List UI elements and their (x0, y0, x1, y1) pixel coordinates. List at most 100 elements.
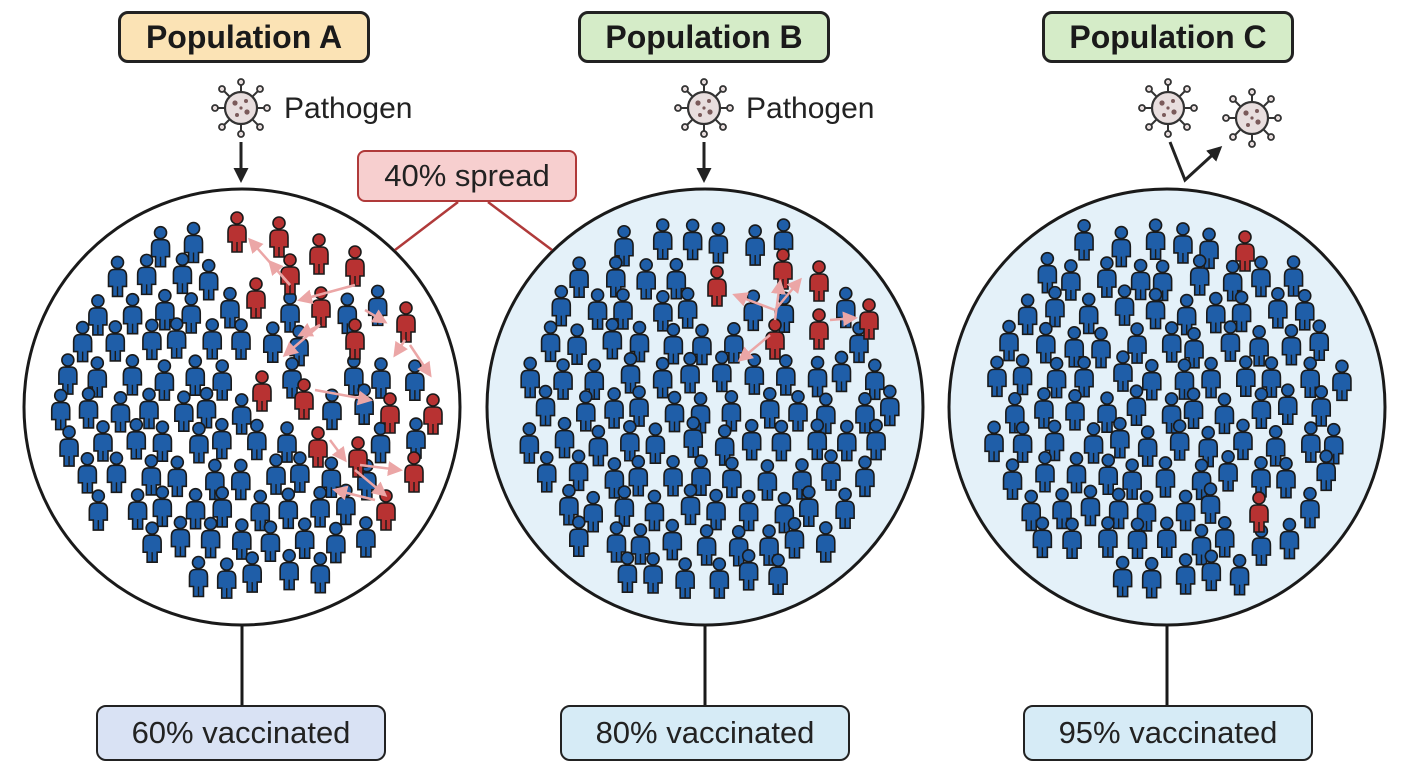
person-icon (617, 551, 638, 594)
person-icon (987, 355, 1007, 398)
person-icon (310, 551, 331, 594)
person-icon (1183, 387, 1204, 430)
person-icon (653, 290, 673, 332)
person-icon (1300, 486, 1320, 529)
person-icon (1189, 254, 1210, 296)
person-icon (280, 253, 300, 295)
population-a-vaccinated-label: 60% vaccinated (96, 705, 386, 761)
person-icon (1074, 218, 1094, 261)
person-icon (1175, 553, 1196, 595)
callout-leader-a (394, 201, 459, 251)
spread-arrow (359, 461, 403, 476)
person-icon (831, 350, 852, 393)
person-icon (696, 524, 717, 566)
person-icon (1110, 416, 1130, 459)
person-icon (675, 557, 695, 599)
person-icon (569, 515, 589, 558)
person-icon (1236, 355, 1256, 397)
person-icon (404, 451, 424, 493)
person-icon (212, 486, 233, 528)
spread-arrow (732, 292, 776, 312)
person-icon (1145, 218, 1166, 261)
virus-icon (1137, 77, 1199, 139)
person-icon (540, 320, 561, 363)
person-icon (683, 416, 704, 458)
person-icon (198, 258, 219, 301)
person-icon (348, 436, 368, 478)
person-icon (1175, 489, 1196, 532)
person-icon (93, 420, 113, 462)
person-icon (1037, 251, 1058, 294)
population-b-vaccinated-label: 80% vaccinated (560, 705, 850, 761)
person-icon (682, 218, 703, 261)
person-icon (984, 420, 1004, 463)
person-icon (266, 453, 286, 495)
person-icon (1002, 458, 1023, 500)
person-icon (87, 356, 108, 398)
person-icon (345, 245, 365, 287)
person-icon (835, 487, 855, 530)
person-icon (1145, 287, 1166, 330)
person-icon (1046, 356, 1067, 399)
person-icon (181, 292, 202, 334)
person-icon (356, 516, 376, 558)
person-icon (680, 351, 700, 394)
person-icon (1034, 387, 1054, 429)
person-icon (1265, 425, 1286, 467)
person-icon (308, 426, 328, 468)
person-icon (587, 288, 608, 330)
population-c-vaccinated-label: 95% vaccinated (1023, 705, 1313, 761)
person-icon (1155, 456, 1176, 498)
person-icon (1080, 484, 1101, 527)
person-icon (212, 417, 232, 460)
spread-arrow (770, 279, 786, 321)
person-icon (232, 518, 252, 560)
person-icon (231, 393, 252, 435)
person-icon (1114, 284, 1135, 326)
population-c-title: Population C (1042, 11, 1294, 63)
person-icon (628, 454, 649, 497)
person-icon (776, 354, 796, 396)
person-icon (1279, 517, 1300, 560)
person-icon (880, 384, 900, 427)
person-icon (554, 416, 575, 459)
person-icon (706, 488, 726, 531)
person-icon (247, 418, 267, 461)
person-icon (269, 216, 289, 258)
person-icon (645, 422, 666, 464)
person-icon (88, 489, 109, 531)
person-icon (423, 393, 443, 435)
person-icon (77, 451, 98, 494)
spread-arrow (829, 311, 858, 327)
person-icon (738, 489, 759, 532)
person-icon (170, 515, 191, 558)
person-icon (807, 355, 828, 398)
spread-arrow (393, 339, 408, 358)
person-icon (757, 459, 778, 501)
person-icon (520, 356, 540, 399)
person-icon (743, 289, 764, 332)
person-icon (252, 370, 272, 412)
person-icon (1112, 555, 1133, 598)
person-icon (172, 252, 193, 295)
person-icon (380, 392, 400, 434)
person-icon (865, 358, 885, 401)
person-icon (136, 253, 157, 296)
person-icon (282, 356, 302, 399)
person-icon (722, 456, 742, 499)
person-icon (1251, 455, 1271, 498)
person-icon (1201, 356, 1221, 399)
person-icon (799, 485, 819, 528)
person-icon (788, 389, 808, 432)
person-icon (744, 353, 765, 395)
person-icon (1294, 289, 1315, 331)
spread-arrow (354, 469, 388, 497)
person-icon (110, 391, 131, 433)
person-icon (262, 321, 283, 363)
person-icon (759, 386, 780, 429)
person-icon (106, 451, 127, 494)
person-icon (1142, 358, 1162, 401)
person-icon (1066, 451, 1087, 494)
person-icon (345, 318, 365, 360)
person-icon (1251, 255, 1271, 298)
